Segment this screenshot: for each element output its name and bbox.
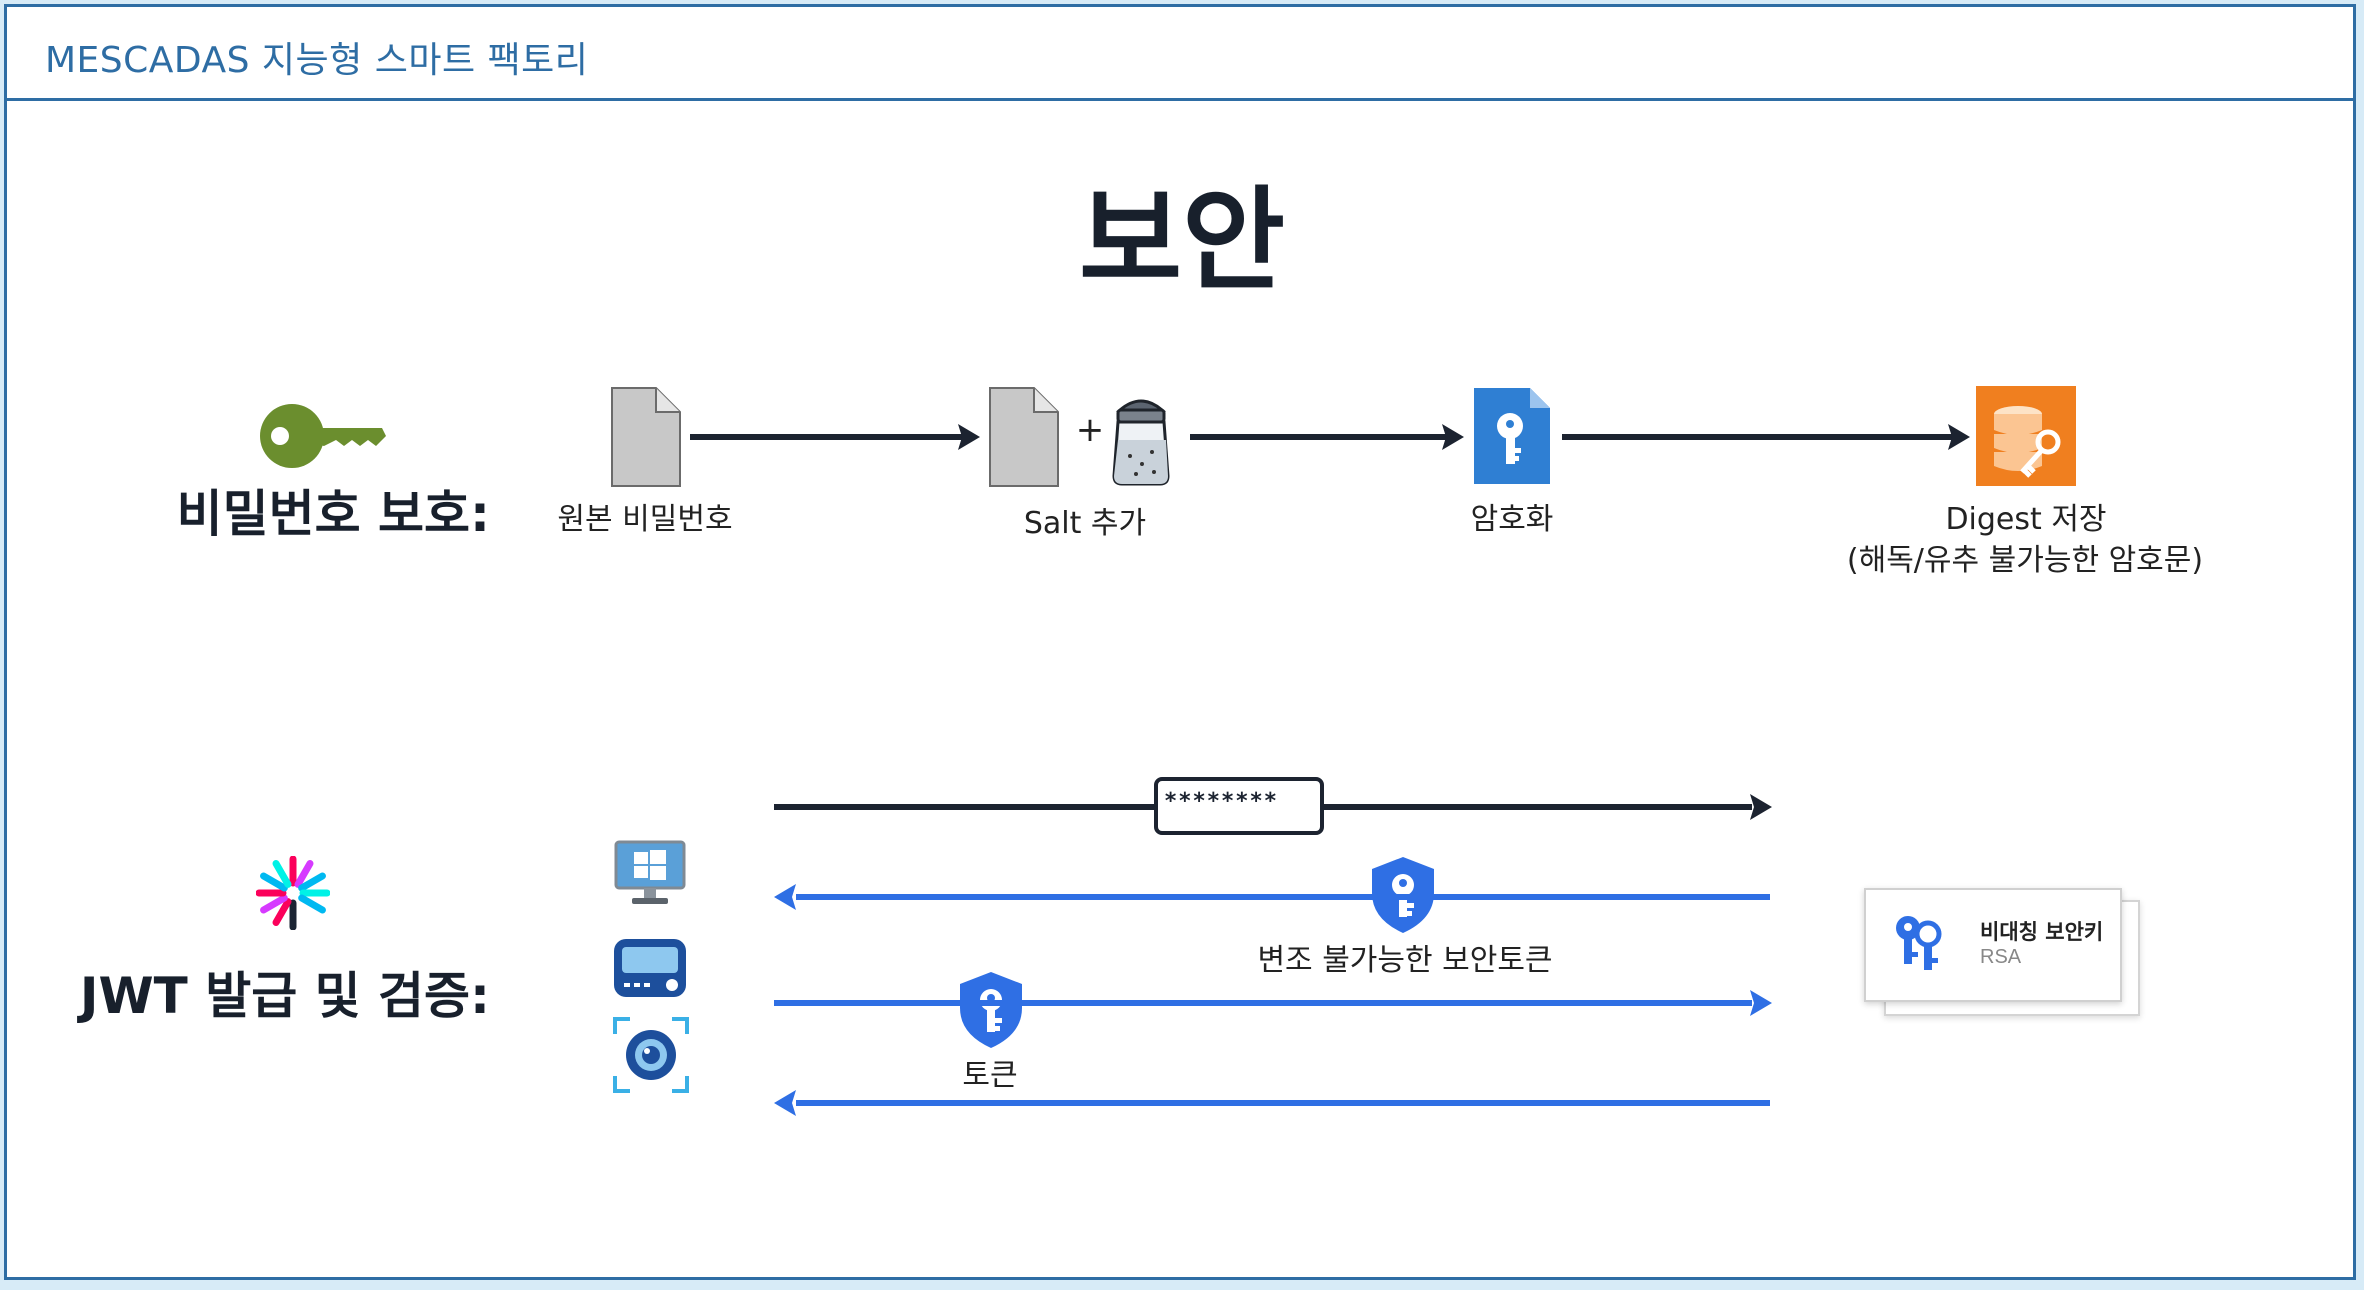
- encrypted-file-icon: [1474, 388, 1550, 484]
- key-icon: [260, 404, 386, 468]
- jwt-section-label: JWT 발급 및 검증:: [79, 967, 490, 1025]
- token-caption: 토큰: [962, 1058, 1018, 1093]
- page-title: 보안: [1078, 176, 1286, 306]
- jwt-logo-icon: [256, 856, 330, 930]
- rsa-card-title: 비대칭 보안키: [1980, 920, 2104, 944]
- password-section-label: 비밀번호 보호:: [176, 485, 490, 543]
- masked-password-box: ********: [1154, 777, 1324, 835]
- windows-pc-icon: [614, 840, 686, 904]
- rsa-card-subtitle: RSA: [1980, 946, 2022, 968]
- step-caption-digest-note: (해독/유추 불가능한 암호문): [1846, 543, 2204, 578]
- step-caption-encryption: 암호화: [1470, 502, 1554, 537]
- slide-frame: MESCADAS 지능형 스마트 팩토리: [4, 4, 2356, 1280]
- rsa-key-card: 비대칭 보안키 RSA: [1864, 888, 2122, 1002]
- shield-key-icon: [1372, 857, 1434, 933]
- masked-password-text: ********: [1164, 789, 1278, 814]
- shield-key-icon: [960, 972, 1022, 1048]
- plus-sign: +: [1075, 410, 1105, 450]
- salt-shaker-icon: [1112, 399, 1170, 486]
- document-icon: [989, 387, 1059, 487]
- document-icon: [611, 387, 681, 487]
- asymmetric-keys-icon: [1896, 916, 1942, 970]
- database-key-icon: [1976, 386, 2076, 486]
- forged-token-caption: 변조 불가능한 보안토큰: [1257, 943, 1553, 978]
- header-title: MESCADAS 지능형 스마트 팩토리: [45, 40, 589, 81]
- header-bar: MESCADAS 지능형 스마트 팩토리: [7, 7, 2353, 101]
- step-caption-salt: Salt 추가: [1023, 506, 1147, 541]
- device-icon: [614, 939, 686, 997]
- step-caption-digest: Digest 저장: [1945, 502, 2107, 537]
- step-caption-original-password: 원본 비밀번호: [557, 502, 733, 537]
- camera-icon: [613, 1017, 689, 1093]
